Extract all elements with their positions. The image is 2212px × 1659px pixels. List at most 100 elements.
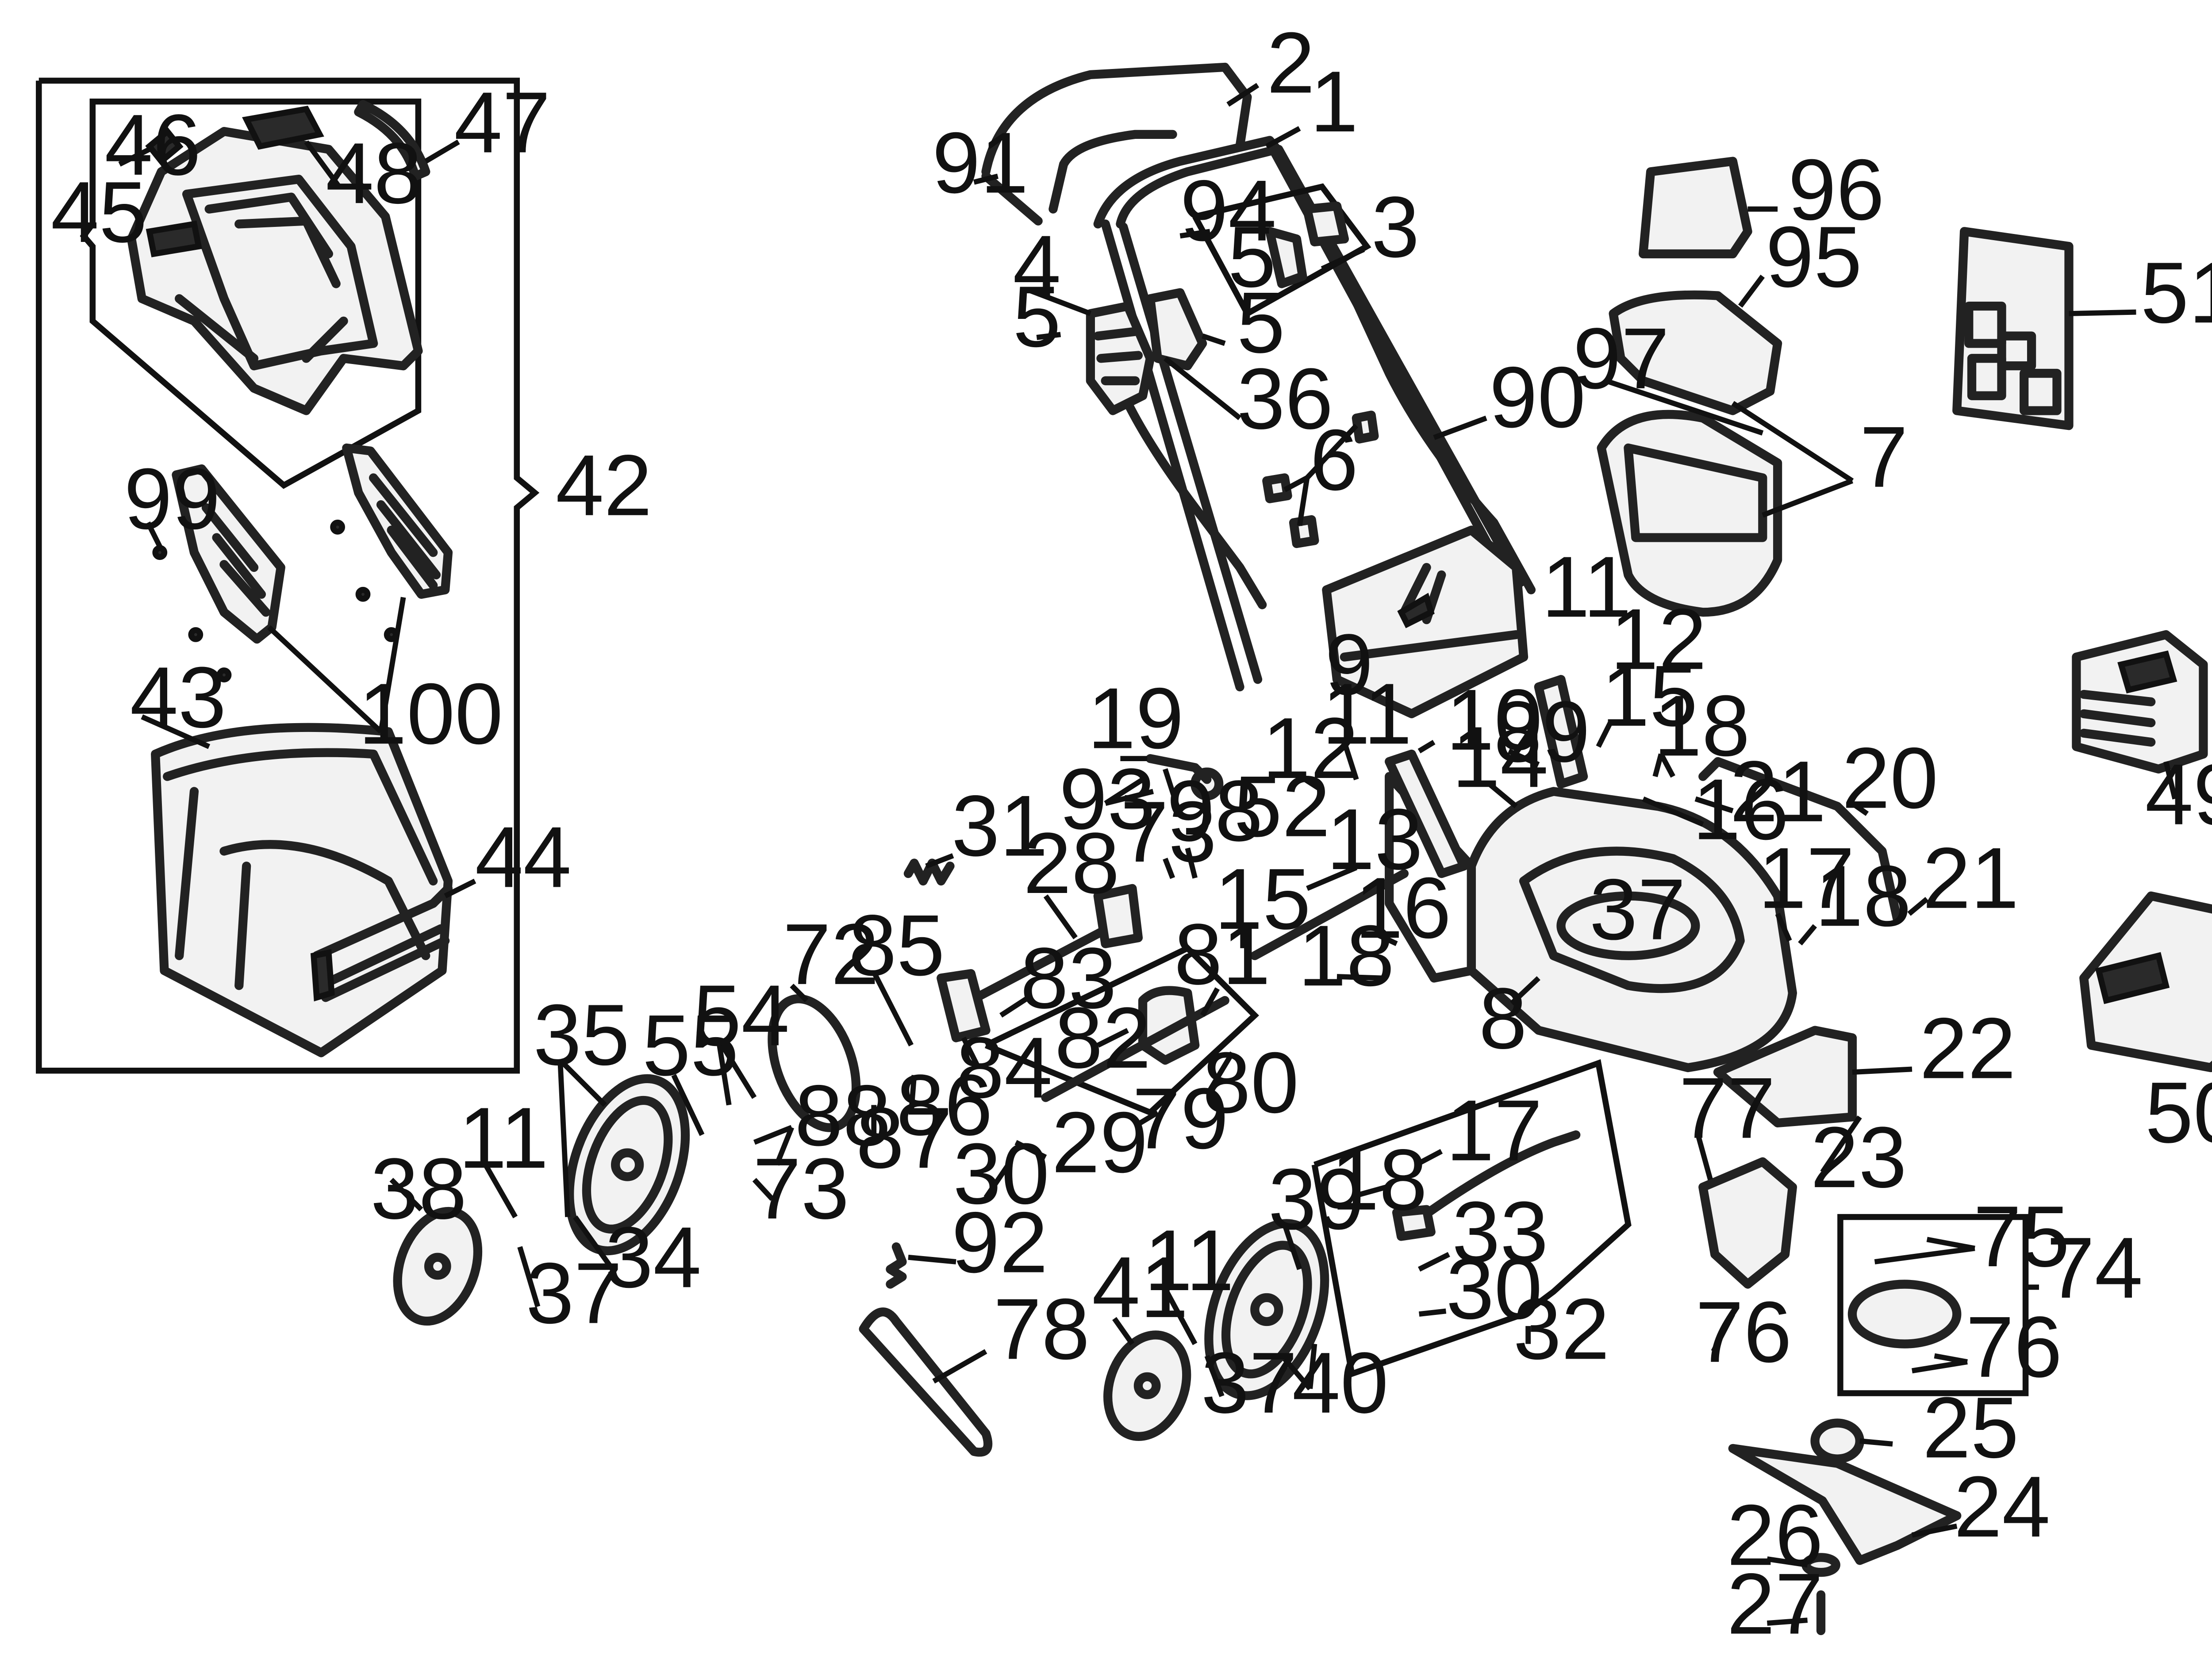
blade-part-24 (1728, 1444, 1962, 1565)
drive-belt-part-78 (859, 1307, 993, 1457)
callout: 23 (1810, 1109, 1907, 1206)
callout: 72 (783, 906, 879, 1003)
callout: 88 (795, 1068, 891, 1164)
cable-left (1123, 398, 1267, 609)
callout: 92 (952, 1195, 1048, 1291)
callout: 8 (1479, 970, 1527, 1067)
callout: 16 (1355, 860, 1452, 956)
callout-labels: 1 2 3 4 5 5 5 6 7 8 9 10 11 11 11 11 12 … (51, 15, 2212, 1652)
cable-part-90 (1340, 272, 1536, 594)
callout: 97 (1573, 310, 1669, 407)
callout: 79 (1132, 1070, 1229, 1167)
callout: 27 (1727, 1556, 1823, 1652)
callout: 77 (1679, 1060, 1775, 1157)
switch-cover-part-36 (1145, 288, 1207, 371)
callout: 17 (1446, 1082, 1542, 1179)
rear-bar-part-20 (1698, 757, 1902, 923)
callout: 2 (1267, 15, 1315, 111)
callout: 15 (1214, 851, 1311, 947)
blade-adapter-part-25 (1810, 1418, 1864, 1464)
callout: 74 (2047, 1220, 2143, 1316)
callout: 85 (849, 897, 945, 994)
callout: 54 (693, 967, 790, 1064)
battery-cover-part-95 (1609, 290, 1782, 415)
callout: 46 (104, 97, 201, 193)
callout: 49 (2145, 747, 2212, 843)
callout: 47 (454, 74, 550, 171)
callout: 18 (1654, 678, 1750, 774)
callout: 50 (2145, 1065, 2212, 1161)
callout: 86 (896, 1057, 993, 1153)
callout: 44 (475, 809, 572, 905)
callout: 29 (1052, 1094, 1148, 1191)
bag-side-panel-right (342, 443, 453, 599)
callout: 91 (932, 115, 1029, 211)
callout: 80 (1202, 1034, 1299, 1131)
bag-strip-part-47 (354, 100, 430, 181)
callout: 11 (1542, 539, 1632, 635)
callout: 24 (1954, 1459, 2051, 1555)
battery-compartment-part-7 (1597, 410, 1782, 617)
callout: 38 (370, 1141, 467, 1237)
callout: 10 (1446, 672, 1542, 768)
gear-housing-part-79 (984, 944, 1260, 1116)
callout: 45 (51, 164, 147, 261)
callout: 93 (1059, 751, 1156, 847)
callout: 76 (1966, 1299, 2062, 1395)
callout: 25 (1923, 1379, 2019, 1476)
callout: 96 (1788, 142, 1885, 238)
callout: 31 (952, 778, 1048, 874)
callout: 17 (1758, 830, 1855, 927)
hub-cap-part-41 (1103, 1330, 1191, 1441)
leader-lines (118, 83, 2177, 1626)
callout: 51 (2141, 245, 2212, 341)
mower-deck-part-8 (1385, 772, 1797, 1073)
callout: 22 (1920, 1000, 2016, 1097)
battery-pack-part-49 (2072, 630, 2208, 774)
rear-cover-part-9 (1322, 525, 1528, 718)
decal-sheet-part-51 (1952, 227, 2074, 430)
axle-rod-part-13 (1250, 869, 1409, 960)
callout: 18 (1298, 908, 1394, 1004)
switch-parts-part-3 (1192, 183, 1371, 318)
callout: 73 (1120, 784, 1217, 880)
callout: 12 (1262, 700, 1359, 797)
callout: 37 (1201, 1335, 1298, 1431)
callout: 12 (1610, 591, 1707, 688)
callout: 14 (1452, 709, 1548, 805)
deck-brackets-rear (1385, 675, 1588, 878)
callout: 7 (1860, 409, 1908, 506)
callout: 21 (1923, 830, 2019, 927)
callout: 11 (1144, 1212, 1234, 1309)
callout: 42 (556, 437, 652, 534)
callout: 55 (642, 997, 739, 1094)
callout: 73 (753, 1141, 849, 1237)
callout: 76 (1695, 1284, 1792, 1380)
callout: 89 (1494, 684, 1590, 780)
callout: 32 (1513, 1281, 1609, 1377)
grass-bag-top-cover (127, 126, 423, 415)
callout: 9 (1325, 617, 1373, 713)
handle-clips-part-6 (1262, 410, 1379, 548)
callout: 48 (326, 125, 422, 222)
callout: 16 (1693, 761, 1789, 858)
callout: 39 (1268, 1151, 1365, 1248)
callout: 43 (130, 649, 227, 746)
chute-part-96 (1639, 157, 1752, 259)
hub-cap-part-38 (393, 1207, 483, 1326)
drive-disc-part-72 (768, 994, 861, 1132)
callout: 33 (1452, 1184, 1548, 1280)
callout: 35 (533, 987, 630, 1083)
bag-frame-handle-part-44 (310, 884, 453, 1002)
callout: 84 (956, 1020, 1052, 1116)
spring-part-92 (886, 1242, 907, 1289)
callout: 34 (605, 1209, 701, 1306)
callout: 15 (1601, 648, 1698, 744)
callout: 40 (1292, 1335, 1389, 1431)
callout: 3 (1371, 179, 1420, 276)
switch-box-part-4 (1086, 302, 1155, 415)
callout: 37 (526, 1245, 622, 1341)
callout: 26 (1727, 1487, 1823, 1583)
callout: 83 (1020, 930, 1117, 1027)
callout: 81 (1174, 906, 1271, 1003)
